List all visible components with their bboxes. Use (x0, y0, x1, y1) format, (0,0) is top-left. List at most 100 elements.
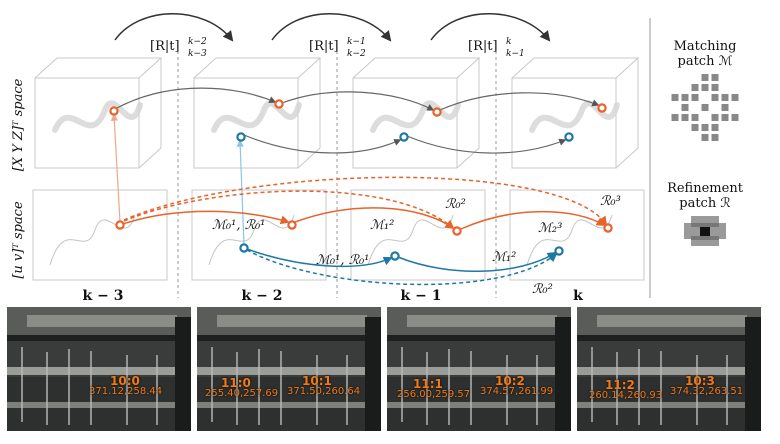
matching-patch-cell (691, 114, 699, 121)
scene-image (577, 307, 761, 431)
motion-label-2-sub: k−2 (347, 49, 366, 59)
motion-label-2: [R|t] (309, 39, 339, 54)
feature-points (109, 99, 613, 261)
frame-label-k: k (573, 288, 583, 304)
matching-patch-cell (721, 104, 729, 111)
matching-patch-cell (711, 74, 719, 81)
xyz-track-arrow (406, 135, 567, 154)
feature-point-blue (390, 251, 400, 261)
backprojection-arrow-blue (236, 139, 245, 246)
track-coord-label: 260.14,260.93 (589, 390, 663, 401)
track-coord-label: 374.32,263.51 (670, 386, 744, 397)
track-id-label: 10:3 (685, 374, 715, 388)
track-coord-label: 255.40,257.69 (205, 388, 279, 399)
matching-patch-cell (671, 114, 679, 121)
track-id-label: 10:0 (110, 374, 140, 388)
surface-shape (52, 100, 143, 133)
edge-label-m2-3-orange: ℳ₂³ (538, 221, 562, 236)
camera-frame-4: 11:2 260.14,260.93 10:3 374.32,263.51 (577, 307, 761, 431)
motion-labels: [R|t] k−2 k−3 [R|t] k−1 k−2 [R|t] k k−1 (150, 37, 525, 59)
uv-track-arrow-orange-refine (123, 190, 455, 230)
edge-label-r0-2-blue: ℛ₀² (532, 282, 553, 297)
uv-track-arrow-orange (460, 210, 606, 230)
matching-patch-cell (721, 94, 729, 101)
row-label-xyz: [X Y Z]ᵀ space (11, 78, 26, 171)
legend-refinement-subtitle: patch ℛ (679, 196, 730, 211)
edge-label-m1-2-blue: ℳ₁² (492, 250, 516, 265)
matching-patch-cell (671, 94, 679, 101)
uv-plane-frame-k-3 (32, 189, 168, 281)
xyz-track-arrow (281, 91, 435, 111)
matching-patch-cell (711, 84, 719, 91)
motion-label-3-sub: k−1 (506, 49, 525, 59)
matching-patch-cell (681, 94, 689, 101)
motion-label-1-sub: k−3 (188, 49, 207, 59)
frame-label-k-3: k − 3 (83, 288, 124, 304)
edge-label-m0-r0-orange: ℳ₀¹, ℛ₀¹ (212, 218, 265, 233)
camera-frame-2: 11:0 255.40,257.69 10:1 371.50,260.64 (197, 307, 381, 431)
matching-patch-cell (711, 94, 719, 101)
uv-curve (526, 214, 613, 266)
frame-label-k-2: k − 2 (242, 288, 283, 304)
matching-patch-cell (711, 114, 719, 121)
uv-curve (367, 214, 454, 266)
uv-planes (32, 189, 645, 281)
xyz-box-frame-k-2 (193, 57, 322, 169)
uv-track-arrow-orange (122, 210, 290, 225)
feature-point-orange (603, 223, 613, 233)
motion-arcs (114, 13, 551, 42)
motion-arc (114, 13, 234, 42)
matching-patch-cell (701, 74, 709, 81)
matching-patch-cell (681, 104, 689, 111)
feature-point-orange (432, 107, 442, 117)
matching-patch-cell (731, 94, 739, 101)
feature-point-orange (452, 226, 462, 236)
edge-labels: ℳ₀¹, ℛ₀¹ ℛ₀² ℛ₀³ ℳ₁² ℳ₂³ ℳ₀¹, ℛ₀¹ ℳ₁² ℛ₀… (212, 194, 621, 297)
feature-point-blue (236, 132, 246, 142)
xyz-box-frame-k-3 (34, 57, 163, 169)
uv-track-arrow-blue-refine (246, 249, 558, 286)
xyz-box-frame-k-1 (352, 57, 481, 169)
track-coord-label: 371.12,258.44 (89, 386, 163, 397)
surface-shape (529, 100, 620, 133)
xyz-boxes (34, 57, 640, 169)
matching-patch-cell (731, 114, 739, 121)
track-id-label: 10:2 (495, 374, 525, 388)
feature-point-blue (554, 246, 564, 256)
matching-patch-cell (701, 134, 709, 141)
matching-patch-cell (701, 84, 709, 91)
frame-label-k-1: k − 1 (401, 288, 442, 304)
xyz-surfaces (52, 100, 620, 133)
track-id-label: 10:1 (302, 374, 332, 388)
uv-plane-frame-k-2 (191, 189, 327, 281)
feature-point-orange (287, 220, 297, 230)
scene-image (387, 307, 571, 431)
tracking-diagram: [R|t] k−2 k−3 [R|t] k−1 k−2 [R|t] k k−1 … (11, 13, 744, 304)
surface-shape (211, 100, 302, 133)
motion-arc (430, 13, 551, 42)
legend-matching-subtitle: patch ℳ (678, 54, 733, 69)
uv-plane-frame-k-1 (350, 189, 486, 281)
matching-patch-cell (711, 134, 719, 141)
xyz-track-arrow (439, 92, 600, 111)
uv-track-arrow-blue (397, 252, 557, 272)
matching-patch-cell (721, 114, 729, 121)
motion-label-1-sup: k−2 (188, 37, 207, 47)
uv-track-arrow-orange-refine (123, 176, 608, 226)
matching-patch-cell (691, 84, 699, 91)
uv-curve (208, 214, 295, 266)
feature-point-orange (597, 103, 607, 113)
scene-image (197, 307, 381, 431)
legend-matching-title: Matching (674, 39, 737, 54)
edge-label-r0-2: ℛ₀² (445, 197, 466, 212)
legend-refinement-title: Refinement (667, 181, 744, 196)
frame-separators (177, 45, 497, 298)
scene-image (7, 307, 191, 431)
feature-point-blue (239, 243, 249, 253)
frame-labels: k − 3 k − 2 k − 1 k (83, 288, 584, 304)
track-id-label: 11:1 (413, 377, 443, 391)
motion-label-1: [R|t] (150, 39, 180, 54)
matching-patch-cell (691, 124, 699, 131)
row-label-uv: [u v]ᵀ space (11, 201, 26, 279)
matching-patch-cell (681, 114, 689, 121)
